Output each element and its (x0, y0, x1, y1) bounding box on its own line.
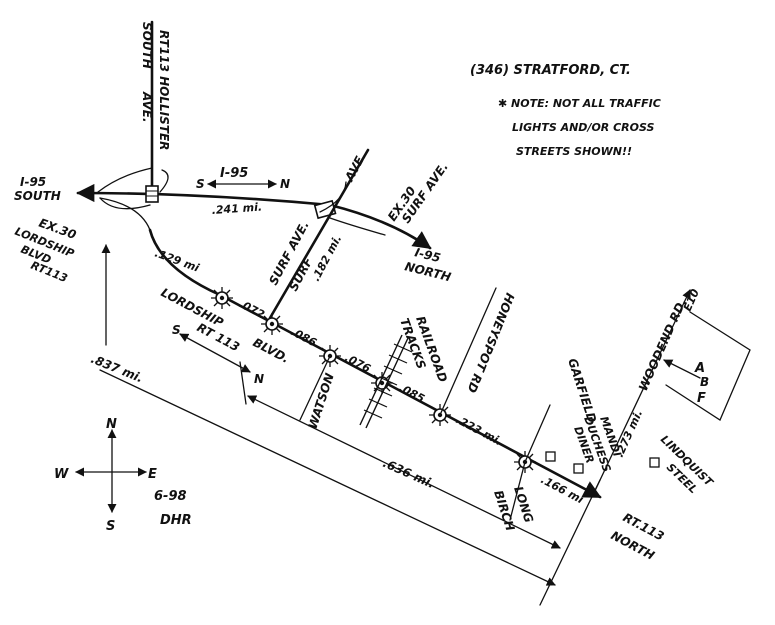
n-direction: N (254, 372, 264, 386)
ex30-lordship-ramp (99, 197, 151, 231)
hollister-ave-suffix: AVE. (140, 91, 154, 123)
woodend-label: WOODEND RD. (636, 296, 689, 393)
hollister-interchange-box (145, 185, 159, 203)
i95-ramp-west-upper (97, 167, 153, 193)
watson-label: WATSON (306, 371, 337, 431)
abf-building (665, 311, 751, 421)
i95-ramp-east (159, 169, 169, 193)
duchess-diner-marker (545, 451, 556, 462)
mandi-marker (573, 463, 584, 474)
compass-s: S (106, 519, 115, 534)
signature-date: 6-98 (154, 489, 187, 504)
distance-223: .223 mi. (454, 413, 505, 448)
traffic-light-surf (260, 312, 284, 336)
distance-086: .086 (289, 325, 319, 349)
woodend-road (591, 289, 691, 498)
compass-e: E (148, 467, 157, 482)
distance-636: .636 mi. (381, 456, 437, 491)
note-line-3: STREETS SHOWN!! (516, 145, 632, 158)
lindquist-steel-marker (649, 457, 660, 468)
end-tick (539, 479, 601, 606)
distance-085: .085 (397, 381, 427, 405)
i95-north-label-2: NORTH (403, 259, 452, 284)
traffic-light-1 (210, 286, 234, 310)
s-direction: S (172, 323, 181, 337)
map-title: (346) STRATFORD, CT. (470, 63, 631, 78)
surf-ave-road (268, 148, 370, 320)
abf-b: B (700, 375, 709, 389)
honeyspot-road (439, 287, 497, 416)
compass-n: N (106, 417, 117, 432)
compass-w: W (54, 467, 69, 482)
e10-label: E10 (681, 287, 702, 313)
signature-initials: DHR (160, 513, 192, 528)
i95-north-label-1: I-95 (413, 245, 442, 265)
distance-636-line (247, 395, 561, 549)
i95-south-label-1: I-95 (20, 175, 46, 189)
abf-a: A (694, 361, 705, 376)
i95-label: I-95 (220, 166, 248, 181)
distance-837: .837 mi. (89, 352, 145, 386)
rt113-hollister-label: RT113 HOLLISTER (157, 30, 171, 150)
note-line-2: LIGHTS AND/OR CROSS (512, 121, 655, 134)
i95-south-letter: S (196, 177, 205, 191)
rt113-south-label: SOUTH (140, 22, 154, 69)
i95-road (76, 183, 432, 250)
traffic-light-rail (370, 371, 394, 395)
abf-f: F (697, 391, 706, 406)
lordship-blvd-road (148, 228, 602, 499)
i95-south-label-2: SOUTH (14, 189, 61, 203)
distance-241: .241 mi. (211, 201, 262, 217)
surf-ave-top: AVE. (342, 150, 369, 184)
i95-ramp-west-lower (99, 197, 151, 210)
blvd-main-label: BLVD. (251, 335, 292, 366)
distance-273: .273 mi. (613, 408, 645, 459)
distance-072: .072 (237, 297, 267, 321)
i95-north-letter: N (280, 177, 290, 191)
note-line-1: ✱ NOTE: NOT ALL TRAFFIC (498, 97, 661, 110)
distance-076: .076 (343, 351, 373, 375)
